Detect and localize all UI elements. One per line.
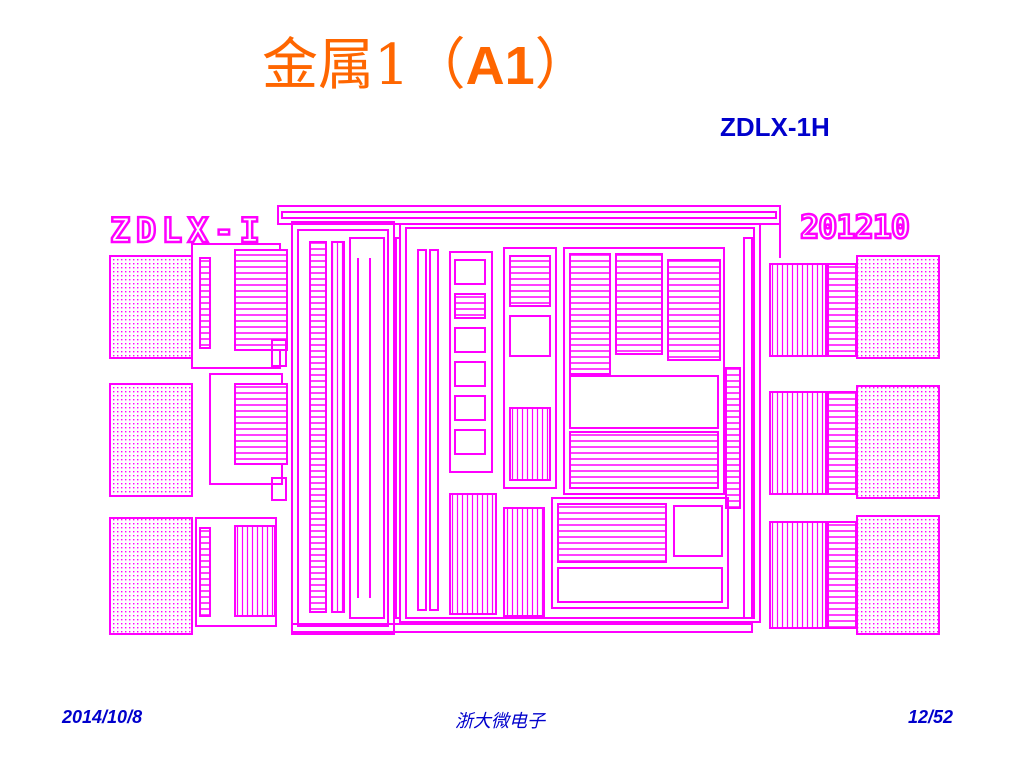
bond-pad bbox=[856, 255, 940, 359]
bond-pad bbox=[856, 515, 940, 635]
footer-organization: 浙大微电子 bbox=[455, 711, 545, 732]
bond-pad bbox=[109, 255, 193, 359]
slide-title: 金属1（A1） bbox=[262, 38, 591, 94]
metal1-layout-figure: ZDLX-I 201210 bbox=[100, 198, 945, 640]
title-code: A1 bbox=[465, 36, 535, 96]
chip-name: ZDLX-1H bbox=[720, 112, 830, 142]
footer-date: 2014/10/8 bbox=[62, 707, 143, 727]
layout-label-right: 201210 bbox=[800, 208, 910, 246]
bond-pad bbox=[109, 517, 193, 635]
title-open-paren: （ bbox=[409, 33, 466, 98]
title-chinese: 金属1 bbox=[262, 33, 410, 98]
footer-page-number: 12/52 bbox=[908, 707, 954, 727]
bond-pad bbox=[109, 383, 193, 497]
bond-pad bbox=[856, 385, 940, 499]
title-close-paren: ） bbox=[534, 33, 591, 98]
